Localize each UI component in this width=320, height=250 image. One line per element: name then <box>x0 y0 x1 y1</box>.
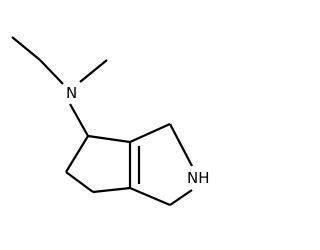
bond-ethyl-ch3-ch2 <box>11 36 41 61</box>
bond-ethyl-ch2-n <box>39 59 64 85</box>
bond-cp-c5-c1 <box>87 134 131 144</box>
atom-label-amine-n: N <box>66 84 77 102</box>
bond-n-ring-carbon <box>69 103 89 137</box>
bond-cp-c1-c2 <box>65 135 89 173</box>
bond-cp-c3-c4 <box>92 186 131 194</box>
bond-pyr-c5-ch2 <box>129 122 171 144</box>
bond-n-methyl <box>79 59 108 83</box>
bond-cp-c2-c3 <box>65 171 94 193</box>
atom-label-ring-nh: NH <box>187 169 210 187</box>
bond-pyr-nh-ch2 <box>169 189 193 206</box>
bond-pyr-ch2-nh <box>169 123 193 167</box>
molecule-structure: N NH <box>11 36 210 207</box>
bond-pyr-ch2-c4 <box>129 186 171 207</box>
